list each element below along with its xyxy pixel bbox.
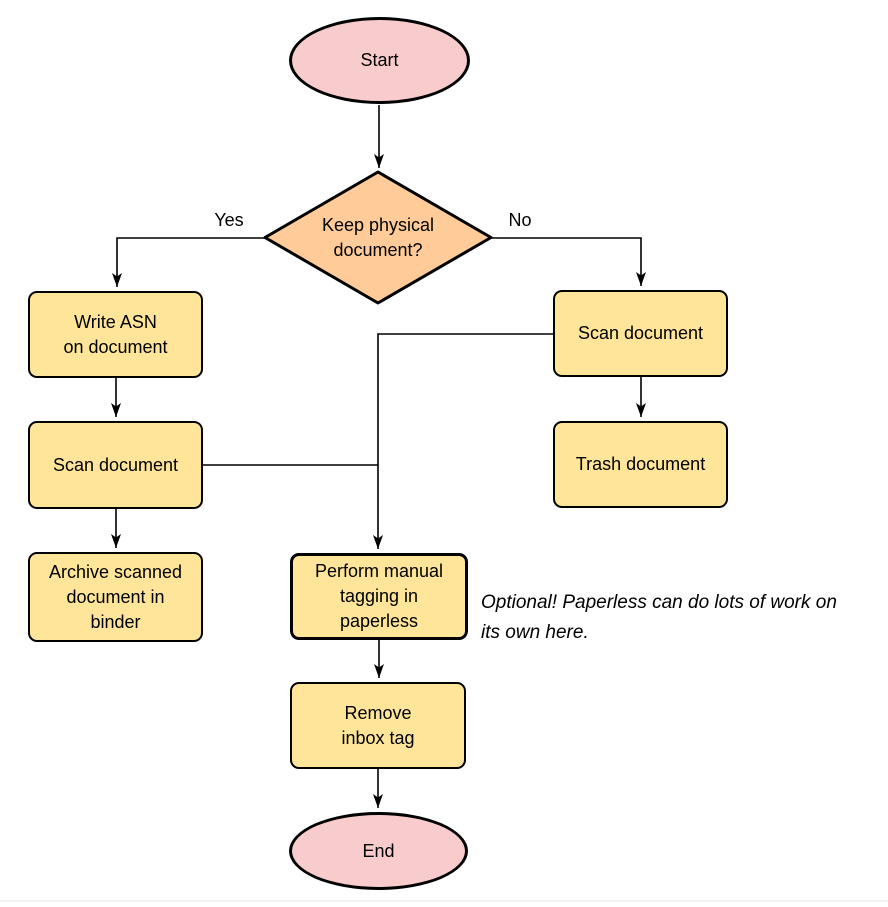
end-node: End bbox=[289, 812, 468, 890]
scan-document-right-node: Scan document bbox=[553, 290, 728, 377]
scan-document-left-node: Scan document bbox=[28, 421, 203, 509]
archive-scanned-node: Archive scanned document in binder bbox=[28, 552, 203, 642]
trash-document-node: Trash document bbox=[553, 421, 728, 508]
write-asn-node: Write ASN on document bbox=[28, 291, 203, 378]
edge-decision-yes-to-write-asn bbox=[112, 237, 265, 287]
remove-inbox-tag-node: Remove inbox tag bbox=[290, 682, 466, 769]
optional-note: Optional! Paperless can do lots of work … bbox=[481, 592, 837, 643]
edge-scan-right-to-tagging bbox=[373, 333, 553, 549]
decision-node-shape bbox=[263, 170, 493, 305]
manual-tagging-node: Perform manual tagging in paperless bbox=[290, 553, 468, 640]
edge-decision-no-to-scan-right bbox=[491, 237, 646, 286]
start-node: Start bbox=[289, 17, 470, 104]
decision-node-label: Keep physical document? bbox=[321, 214, 435, 260]
yes-edge-label: Yes bbox=[214, 210, 244, 230]
bottom-divider bbox=[0, 900, 888, 902]
no-edge-label: No bbox=[508, 210, 532, 230]
